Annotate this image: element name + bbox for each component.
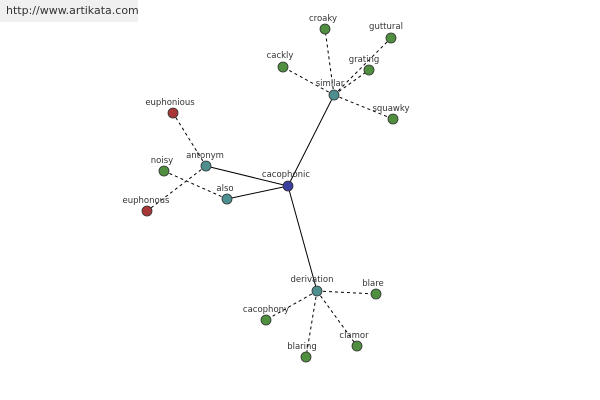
node-croaky[interactable]: croaky	[309, 14, 337, 35]
node-dot-clamor[interactable]	[351, 340, 363, 352]
edge-derivation-clamor	[316, 290, 358, 347]
edge-cacophonic-also	[226, 185, 289, 200]
edge-cacophonic-antonym	[205, 165, 289, 187]
edge-similar-squawky	[333, 94, 394, 120]
node-label-cackly: cackly	[267, 51, 294, 61]
node-noisy[interactable]: noisy	[151, 156, 173, 177]
node-grating[interactable]: grating	[349, 55, 380, 76]
edge-antonym-euphonious	[172, 112, 207, 167]
node-label-croaky: croaky	[309, 14, 337, 24]
node-also[interactable]: also	[216, 184, 234, 205]
node-dot-also[interactable]	[221, 193, 233, 205]
node-dot-squawky[interactable]	[387, 113, 399, 125]
edge-cacophonic-similar	[287, 94, 335, 187]
node-similar[interactable]: similar	[316, 79, 345, 101]
node-label-also: also	[216, 184, 233, 194]
node-cacophony[interactable]: cacophony	[243, 305, 289, 326]
node-label-clamor: clamor	[339, 331, 369, 341]
node-label-euphonous: euphonous	[122, 196, 170, 206]
node-dot-croaky[interactable]	[319, 23, 331, 35]
edges-layer	[146, 28, 394, 358]
node-derivation[interactable]: derivation	[290, 275, 334, 297]
node-label-grating: grating	[349, 55, 380, 65]
edge-similar-cackly	[282, 66, 335, 96]
node-dot-similar[interactable]	[328, 89, 340, 101]
node-dot-blare[interactable]	[370, 288, 382, 300]
node-euphonous[interactable]: euphonous	[122, 196, 170, 217]
node-dot-cacophonic[interactable]	[282, 180, 294, 192]
node-label-cacophonic: cacophonic	[262, 170, 310, 180]
edge-antonym-euphonous	[146, 165, 207, 212]
node-dot-euphonous[interactable]	[141, 205, 153, 217]
node-dot-antonym[interactable]	[200, 160, 212, 172]
node-clamor[interactable]: clamor	[339, 331, 369, 352]
node-dot-derivation[interactable]	[311, 285, 323, 297]
node-label-cacophony: cacophony	[243, 305, 289, 315]
node-dot-cackly[interactable]	[277, 61, 289, 73]
node-dot-grating[interactable]	[363, 64, 375, 76]
edge-derivation-blaring	[305, 290, 318, 358]
node-label-euphonious: euphonious	[145, 98, 195, 108]
node-label-blaring: blaring	[287, 342, 317, 352]
edge-cacophonic-derivation	[287, 185, 318, 292]
edge-derivation-blare	[316, 290, 377, 295]
node-dot-guttural[interactable]	[385, 32, 397, 44]
node-label-similar: similar	[316, 79, 345, 89]
node-euphonious[interactable]: euphonious	[145, 98, 195, 119]
node-label-squawky: squawky	[372, 104, 409, 114]
node-dot-cacophony[interactable]	[260, 314, 272, 326]
node-guttural[interactable]: guttural	[369, 22, 403, 44]
node-blare[interactable]: blare	[362, 279, 384, 300]
node-label-antonym: antonym	[186, 151, 224, 161]
node-dot-noisy[interactable]	[158, 165, 170, 177]
edge-similar-grating	[333, 69, 370, 96]
node-label-derivation: derivation	[290, 275, 333, 285]
node-label-guttural: guttural	[369, 22, 403, 32]
edge-similar-croaky	[324, 28, 335, 96]
nodes-layer: cacophonic similar antonym also derivation cr…	[122, 14, 410, 363]
edge-similar-guttural	[333, 37, 392, 96]
edge-derivation-cacophony	[265, 290, 318, 321]
node-cacophonic[interactable]: cacophonic	[262, 170, 310, 192]
node-cackly[interactable]: cackly	[267, 51, 294, 73]
node-dot-euphonious[interactable]	[167, 107, 179, 119]
site-url[interactable]: http://www.artikata.com	[6, 4, 139, 17]
url-banner: http://www.artikata.com	[0, 0, 139, 22]
node-antonym[interactable]: antonym	[186, 151, 224, 172]
node-dot-blaring[interactable]	[300, 351, 312, 363]
node-label-blare: blare	[362, 279, 384, 289]
node-label-noisy: noisy	[151, 156, 173, 166]
node-blaring[interactable]: blaring	[287, 342, 317, 363]
node-squawky[interactable]: squawky	[372, 104, 410, 125]
